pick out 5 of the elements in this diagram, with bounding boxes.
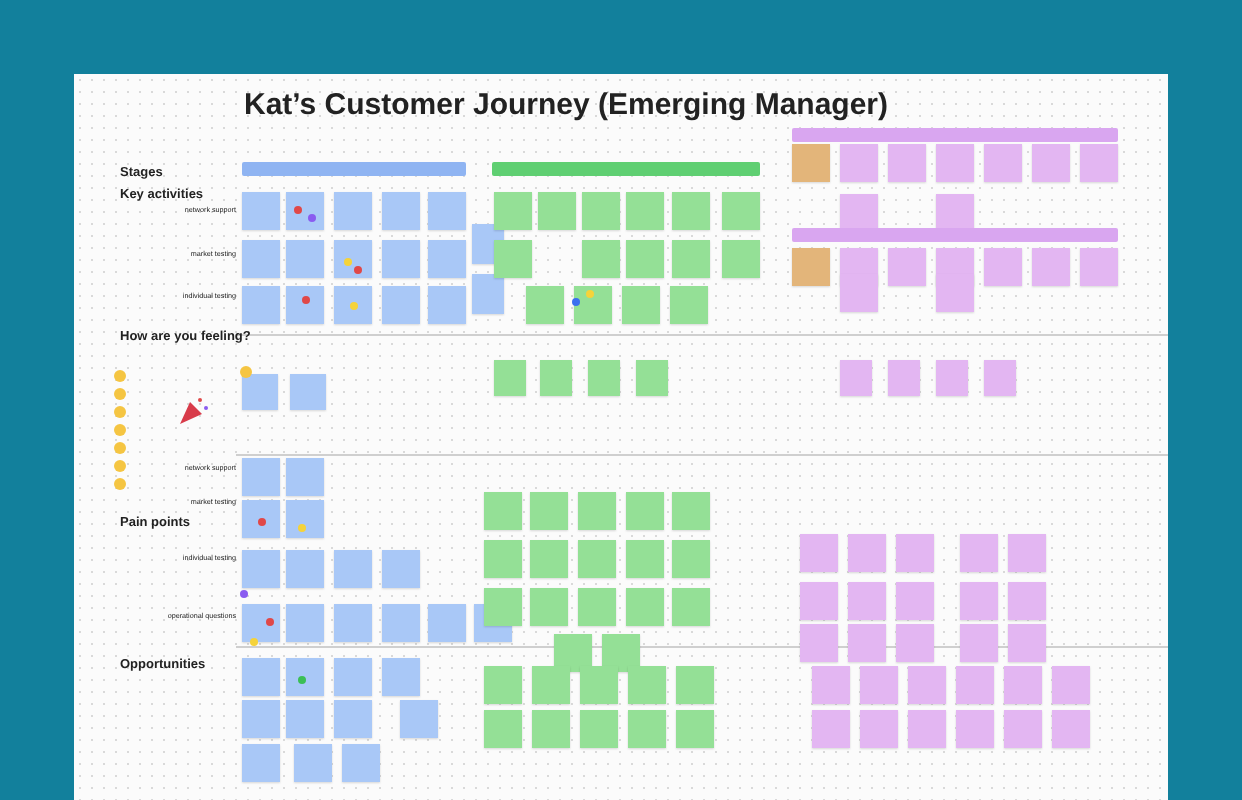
stage-bar: [792, 228, 1118, 242]
stage-bar: [242, 162, 466, 176]
stage-bar: [792, 128, 1118, 142]
title: Kat’s Customer Journey (Emerging Manager): [244, 88, 889, 122]
stage-bar: [492, 162, 760, 176]
